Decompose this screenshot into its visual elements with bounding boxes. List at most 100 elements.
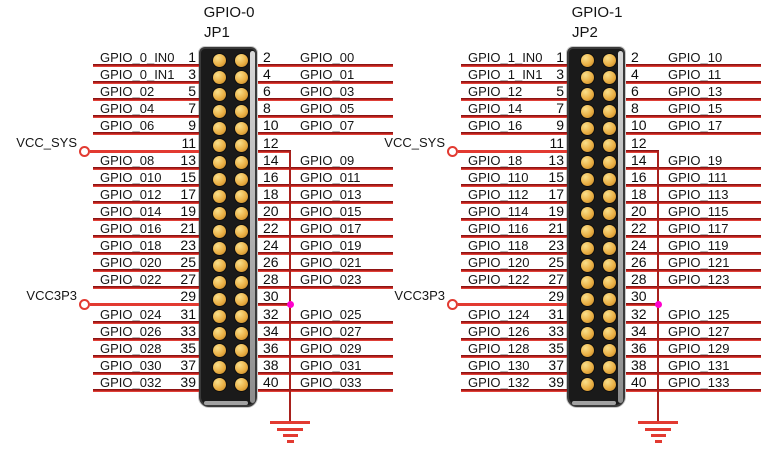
pin-number: 15	[548, 168, 564, 185]
pin-number: 5	[556, 83, 564, 100]
pin-label: GPIO_16	[468, 118, 523, 134]
pin-number: 4	[631, 66, 639, 83]
pin-number: 21	[548, 220, 564, 236]
ground-bus	[657, 150, 659, 421]
power-net-label: VCC_SYS	[384, 134, 445, 150]
pin-number: 8	[263, 100, 271, 117]
pin-contact	[212, 327, 226, 341]
net-terminal-circle	[79, 299, 90, 311]
ground-bar	[282, 433, 298, 437]
pin-label: GPIO_08	[100, 152, 155, 168]
pin-label: GPIO_021	[300, 255, 362, 271]
pin-number: 1	[556, 49, 564, 65]
pin-contact	[234, 87, 248, 101]
pin-number: 32	[631, 305, 647, 322]
pin-number: 29	[180, 288, 196, 305]
pin-label: GPIO_112	[468, 186, 529, 202]
pin-number: 2	[263, 49, 271, 65]
power-net-wire	[458, 303, 567, 307]
pin-number: 29	[548, 288, 564, 305]
pin-label: GPIO_130	[468, 357, 530, 373]
pin-contact	[212, 190, 226, 204]
pin-label: GPIO_024	[100, 306, 162, 322]
ground-symbol	[368, 0, 768, 449]
pin-number: 11	[549, 134, 564, 151]
pin-number: 13	[180, 151, 196, 168]
net-terminal-circle	[79, 145, 90, 157]
pin-label: GPIO_120	[468, 255, 530, 271]
pin-number: 7	[556, 100, 564, 117]
pin-label: GPIO_028	[100, 340, 162, 356]
pin-label: GPIO_133	[668, 374, 730, 390]
pin-contact	[212, 361, 226, 375]
ground-bar	[638, 421, 678, 424]
pin-label: GPIO_023	[300, 272, 362, 288]
pin-contact	[602, 207, 616, 221]
pin-number: 28	[631, 271, 647, 288]
pin-contact	[234, 292, 248, 306]
pin-contact	[212, 70, 226, 84]
pin-label: GPIO_116	[468, 221, 529, 236]
pin-label: GPIO_017	[300, 221, 362, 236]
pin-contact	[602, 292, 616, 306]
pin-number: 38	[263, 356, 279, 373]
pin-number: 23	[180, 237, 196, 254]
pin-number: 16	[263, 168, 279, 185]
pin-contact	[234, 327, 248, 341]
ground-symbol	[270, 421, 310, 443]
pin-label: GPIO_04	[100, 101, 155, 117]
pin-number: 19	[180, 202, 196, 219]
pin-number: 40	[631, 373, 647, 390]
pin-contact	[234, 361, 248, 375]
pin-label: GPIO_013	[300, 186, 362, 202]
pin-row-left: GPIO_028 35	[93, 339, 199, 358]
pin-contact	[580, 327, 594, 341]
pin-contact	[580, 292, 594, 306]
pin-grid	[199, 47, 257, 407]
ground-junction-dot	[655, 301, 662, 309]
pin-label: GPIO_13	[668, 84, 723, 100]
pin-contact	[212, 207, 226, 221]
pin-contact	[602, 378, 616, 392]
pin-label: GPIO_18	[468, 152, 523, 168]
net-terminal-circle	[447, 299, 458, 311]
pin-label: GPIO_129	[668, 340, 730, 356]
pin-contact	[602, 361, 616, 375]
pin-contact	[580, 310, 594, 323]
connector-title: GPIO-1	[571, 4, 623, 21]
pin-contact	[602, 53, 616, 67]
pin-contact	[602, 139, 616, 152]
pin-label: GPIO_029	[300, 340, 362, 356]
pin-number: 30	[263, 288, 279, 305]
pin-label: GPIO_19	[668, 152, 723, 168]
pin-label: GPIO_127	[668, 323, 730, 339]
pin-contact	[234, 241, 248, 255]
pin-row-left: GPIO_08 13	[93, 151, 199, 170]
pin-number: 33	[180, 322, 196, 339]
pin-contact	[212, 104, 226, 118]
pin-number: 35	[180, 339, 196, 356]
pin-row-right: 40 GPIO_133	[626, 373, 761, 392]
